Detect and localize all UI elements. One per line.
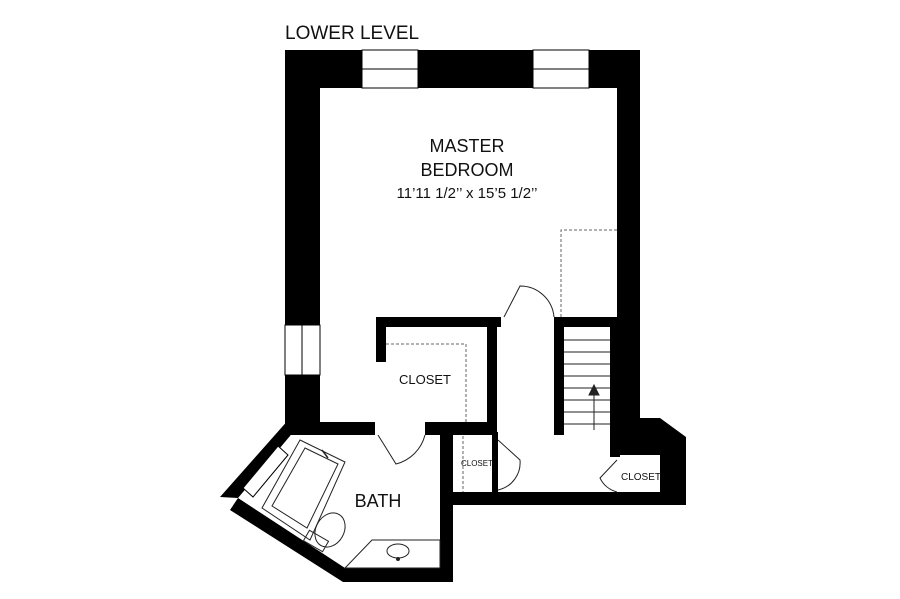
toilet-icon — [314, 512, 346, 548]
wall-closet-left — [376, 317, 386, 362]
wall-stair-right — [610, 317, 620, 457]
wall-bottom-right — [440, 492, 686, 505]
wall-right — [617, 50, 640, 450]
master-bedroom-dimensions: 11’11 1/2’’ x 15’5 1/2’’ — [397, 185, 538, 202]
wall-bath-top — [290, 422, 375, 435]
door-bath — [377, 434, 426, 465]
master-bedroom-label-line2: BEDROOM — [420, 160, 513, 180]
wall-right-lower — [617, 418, 686, 505]
wall-hall-closet — [492, 432, 498, 494]
wall-bath-top-right — [425, 422, 495, 435]
bath-label: BATH — [355, 491, 402, 511]
doors — [377, 285, 618, 493]
door-bedroom — [503, 285, 555, 318]
overhead-line — [560, 229, 617, 317]
walls — [220, 50, 686, 582]
bath-fixtures — [261, 439, 441, 569]
wall-closet-right — [487, 317, 497, 432]
door-hall-closet — [497, 439, 521, 491]
bathtub-icon — [261, 439, 346, 541]
bathtub-inner — [271, 447, 339, 529]
wall-stair-top — [554, 317, 617, 327]
sink-icon — [386, 543, 410, 559]
windows — [242, 49, 590, 498]
arrow-up-icon — [588, 383, 600, 396]
dashed-lines — [386, 229, 617, 492]
level-title: LOWER LEVEL — [285, 23, 419, 44]
wall-bath-bottom — [230, 492, 453, 582]
closet-rod — [386, 343, 467, 422]
wall-stair-left — [554, 317, 564, 435]
window-bath — [242, 445, 289, 498]
wall-bath-right — [440, 428, 453, 505]
master-bedroom-label-line1: MASTER — [429, 136, 504, 156]
closet-main-label: CLOSET — [399, 372, 451, 387]
closet-hall-label: CLOSET — [461, 459, 493, 468]
closet-stair-label: CLOSET — [621, 472, 661, 483]
stairs — [564, 339, 610, 430]
wall-closet-top — [376, 317, 501, 327]
door-stair-closet — [599, 459, 618, 493]
vanity — [343, 539, 441, 569]
